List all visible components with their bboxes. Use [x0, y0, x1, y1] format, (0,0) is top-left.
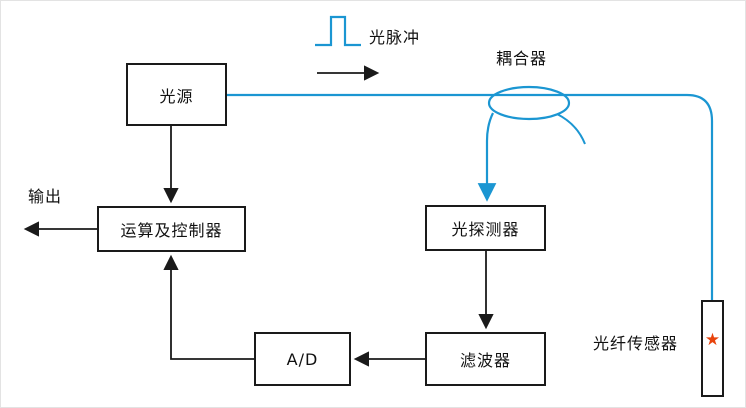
filter-box: 滤波器	[425, 332, 546, 386]
light-source-box: 光源	[126, 63, 227, 126]
adc-to-controller-arrow	[163, 254, 254, 360]
fiber-main-path	[227, 93, 714, 300]
light-source-label: 光源	[159, 86, 194, 106]
coupler-loop-icon	[487, 85, 571, 121]
pulse-icon	[315, 15, 361, 47]
sensor-star-icon: ★	[704, 330, 721, 350]
output-label: 输出	[28, 187, 63, 206]
controller-box: 运算及控制器	[97, 206, 246, 252]
photodetector-label: 光探测器	[451, 220, 520, 239]
coupler-label: 耦合器	[496, 49, 548, 68]
coupler-tail	[556, 113, 586, 145]
fiber-sensor-box: ★	[701, 300, 724, 397]
fiber-sensor-label: 光纤传感器	[593, 334, 679, 353]
photodetector-box: 光探测器	[425, 205, 546, 251]
controller-label: 运算及控制器	[120, 221, 223, 240]
fiber-to-detector-arrow	[477, 112, 497, 202]
light-pulse-label: 光脉冲	[369, 28, 421, 47]
adc-label: A/D	[286, 349, 319, 369]
filter-label: 滤波器	[459, 351, 511, 370]
adc-box: A/D	[254, 332, 351, 386]
